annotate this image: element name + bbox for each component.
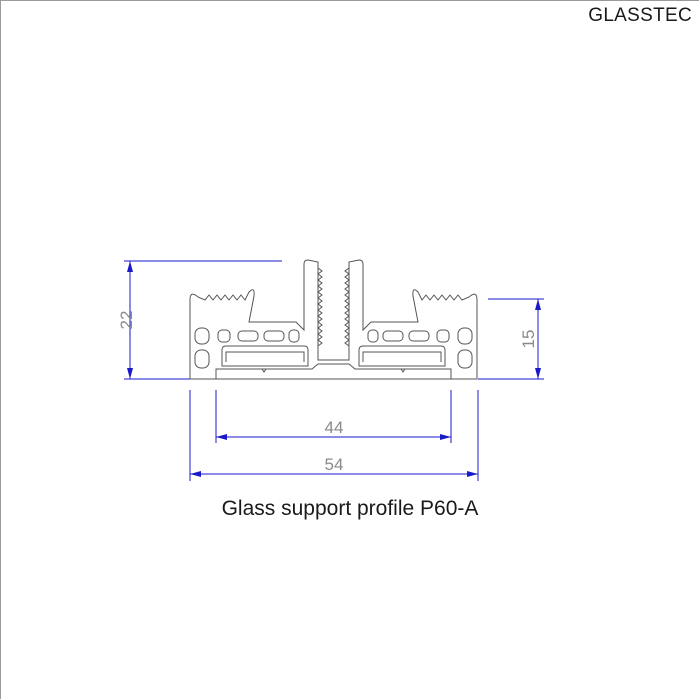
arrow-head xyxy=(190,471,201,477)
slot-left-upper xyxy=(194,327,210,345)
slot-right-c xyxy=(382,330,404,342)
cavity-left xyxy=(221,345,309,367)
arrow-head xyxy=(467,471,478,477)
stem-serration-right xyxy=(344,267,350,347)
profile-base-inner xyxy=(215,363,452,379)
notch-left xyxy=(261,368,267,373)
slot-left-lower xyxy=(194,349,210,369)
dimension-label-22: 22 xyxy=(117,311,136,330)
arrow-head xyxy=(127,261,133,272)
cavity-right-inner xyxy=(362,351,442,362)
dimension-label-44: 44 xyxy=(325,418,344,437)
slot-right-a xyxy=(436,329,450,343)
brand-label: GLASSTEC xyxy=(588,5,692,26)
dimension-arrows xyxy=(127,261,541,477)
stem-serration-left xyxy=(317,267,323,347)
slot-left-c xyxy=(263,330,285,342)
arrow-head xyxy=(535,368,541,379)
slot-left-b xyxy=(237,330,259,342)
dimension-label-54: 54 xyxy=(325,455,344,474)
notch-right xyxy=(400,368,406,373)
cavity-right xyxy=(358,345,446,367)
slot-right-d xyxy=(367,329,379,343)
slot-right-lower xyxy=(457,349,473,369)
profile-outline xyxy=(189,259,478,380)
dimension-lines xyxy=(124,260,544,481)
arrow-head xyxy=(535,299,541,310)
drawing-caption: Glass support profile P60-A xyxy=(221,497,479,520)
slot-left-d xyxy=(288,329,300,343)
dimension-label-15: 15 xyxy=(519,330,538,349)
slot-right-upper xyxy=(457,327,473,345)
profile-outer-contour xyxy=(189,259,478,380)
cavity-left-inner xyxy=(225,351,305,362)
arrow-head xyxy=(216,434,227,440)
slot-left-a xyxy=(217,329,231,343)
arrow-head xyxy=(127,368,133,379)
arrow-head xyxy=(440,434,451,440)
slot-right-b xyxy=(408,330,430,342)
